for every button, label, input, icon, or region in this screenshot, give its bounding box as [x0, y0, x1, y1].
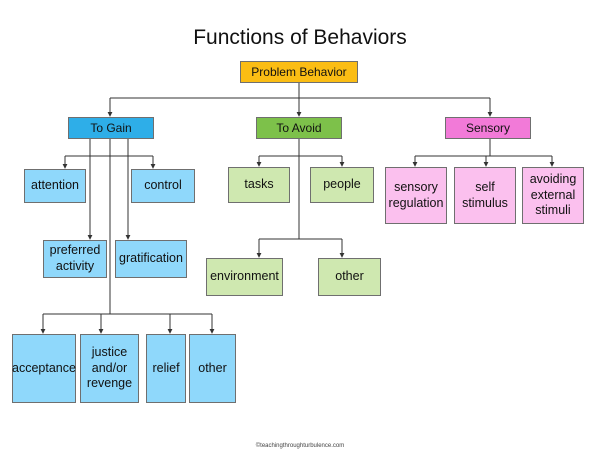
relief-node: relief — [146, 334, 186, 403]
copyright-footer: ©teachingthroughturbulence.com — [255, 443, 345, 449]
environment-node: environment — [206, 258, 283, 296]
diagram-title: Functions of Behaviors — [193, 26, 407, 49]
sensory-regulation-node: sensory regulation — [385, 167, 447, 224]
attention-node: attention — [24, 169, 86, 203]
acceptance-node: acceptance — [12, 334, 76, 403]
tasks-node: tasks — [228, 167, 290, 203]
people-node: people — [310, 167, 374, 203]
gain-other-node: other — [189, 334, 236, 403]
control-node: control — [131, 169, 195, 203]
sensory-node: Sensory — [445, 117, 531, 139]
justice-revenge-node: justice and/or revenge — [80, 334, 139, 403]
avoiding-external-stimuli-node: avoiding external stimuli — [522, 167, 584, 224]
preferred-activity-node: preferred activity — [43, 240, 107, 278]
self-stimulus-node: self stimulus — [454, 167, 516, 224]
problem-behavior-node: Problem Behavior — [240, 61, 358, 83]
to-avoid-node: To Avoid — [256, 117, 342, 139]
to-gain-node: To Gain — [68, 117, 154, 139]
avoid-other-node: other — [318, 258, 381, 296]
gratification-node: gratification — [115, 240, 187, 278]
